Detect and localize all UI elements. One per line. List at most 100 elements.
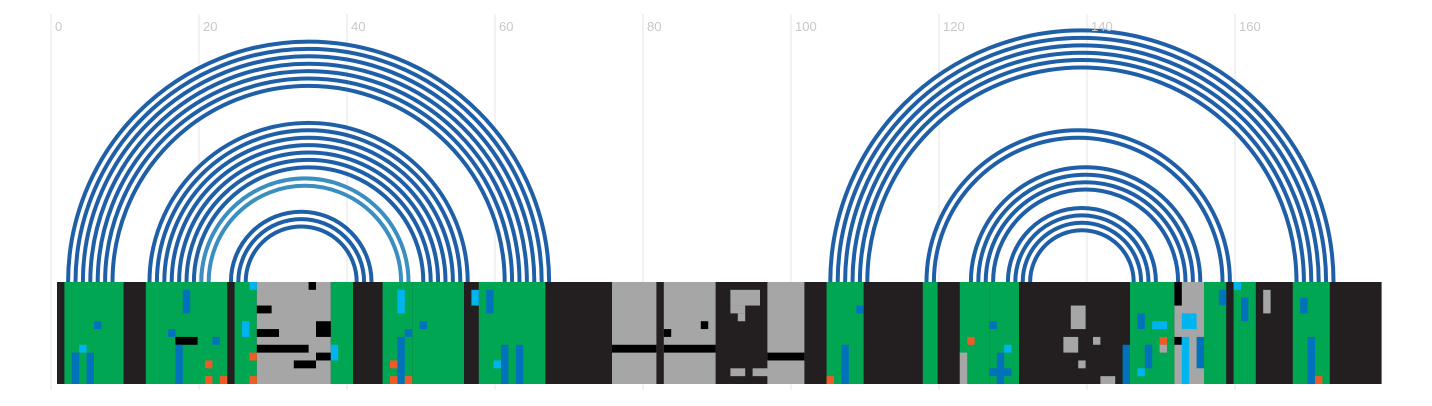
track-column — [612, 282, 657, 384]
track-cell — [501, 344, 509, 384]
arc — [80, 54, 537, 283]
x-tick-label: 60 — [499, 19, 513, 34]
track-cell — [94, 321, 102, 330]
track-cell — [182, 289, 191, 314]
track-cell — [752, 368, 797, 377]
track-cell — [316, 321, 331, 337]
track-cell — [242, 321, 250, 337]
track-cell — [989, 321, 997, 330]
track-cell — [663, 344, 716, 353]
track-cell — [730, 368, 746, 377]
track-cell — [79, 344, 87, 353]
arc — [850, 50, 1314, 283]
track-cell — [493, 360, 501, 369]
arc — [865, 65, 1299, 283]
track-cell — [841, 344, 849, 384]
x-tick-label: 140 — [1091, 19, 1113, 34]
track-cell — [397, 289, 405, 314]
track-cell — [404, 329, 413, 337]
track-cell — [1100, 376, 1116, 384]
track-cell — [1315, 376, 1323, 384]
track-cell — [1070, 305, 1086, 330]
track-cell — [390, 360, 398, 369]
arc — [184, 157, 433, 283]
arc — [154, 128, 463, 283]
arc — [73, 46, 544, 283]
track-cell — [826, 376, 834, 384]
track-cell — [1174, 336, 1182, 345]
x-tick-label: 100 — [795, 19, 817, 34]
arc — [968, 165, 1203, 283]
track-cell — [1137, 313, 1145, 330]
track-cell — [71, 352, 80, 384]
track-cell — [316, 352, 331, 361]
track-cell — [1004, 344, 1012, 353]
track-cell — [293, 360, 316, 369]
arc — [162, 135, 455, 283]
arcs — [66, 28, 1336, 283]
track-column — [1204, 282, 1227, 384]
track-column — [1130, 282, 1175, 384]
track-cell — [1241, 297, 1249, 322]
track-cell — [1078, 360, 1086, 369]
track-column — [330, 282, 353, 384]
arc — [243, 224, 359, 283]
track-cell — [1159, 344, 1167, 353]
track-cell — [256, 344, 309, 353]
arc — [931, 135, 1225, 283]
track-cell — [1218, 289, 1227, 306]
track-cell — [737, 313, 746, 322]
arc — [976, 172, 1195, 283]
track-cell — [1181, 313, 1197, 330]
track-cell — [1122, 344, 1130, 384]
arc — [88, 61, 529, 283]
track-column — [412, 282, 464, 384]
track-cell — [419, 321, 427, 330]
track-cell — [86, 352, 94, 384]
track-cell — [856, 305, 864, 314]
arc — [228, 209, 374, 283]
x-tick-label: 120 — [943, 19, 965, 34]
track-cell — [256, 329, 279, 337]
track-column — [663, 282, 716, 384]
track-cell — [471, 289, 479, 306]
track-cell — [967, 336, 975, 345]
track-cell — [989, 368, 1012, 377]
track-cell — [767, 352, 805, 361]
track-cell — [249, 352, 257, 361]
track-cell — [1093, 336, 1101, 345]
track-column — [922, 282, 938, 384]
track-cell — [205, 360, 213, 369]
track-cell — [219, 376, 228, 384]
track-cell — [486, 289, 494, 314]
arc — [1005, 206, 1158, 283]
track-cell — [168, 329, 176, 337]
arc — [843, 43, 1321, 283]
track-cell — [249, 282, 257, 290]
track-cell — [397, 336, 405, 384]
x-tick-label: 80 — [647, 19, 661, 34]
track-cell — [404, 376, 413, 384]
arc — [169, 143, 448, 283]
track-cell — [1233, 282, 1241, 290]
arc — [103, 76, 515, 283]
track-cell — [256, 305, 272, 314]
arc — [828, 28, 1336, 283]
arc — [191, 165, 426, 283]
track-cell — [1181, 336, 1190, 384]
arc — [66, 39, 552, 283]
x-tick-label: 0 — [55, 19, 62, 34]
sequence-track — [57, 282, 1382, 384]
track-cell — [330, 344, 339, 361]
track-column — [1233, 282, 1256, 384]
arc — [199, 176, 411, 283]
track-cell — [1307, 336, 1315, 384]
arc — [924, 128, 1232, 283]
track-cell — [1196, 336, 1204, 369]
arc — [1020, 220, 1144, 283]
track-cell — [1137, 368, 1145, 377]
track-cell — [205, 376, 213, 384]
